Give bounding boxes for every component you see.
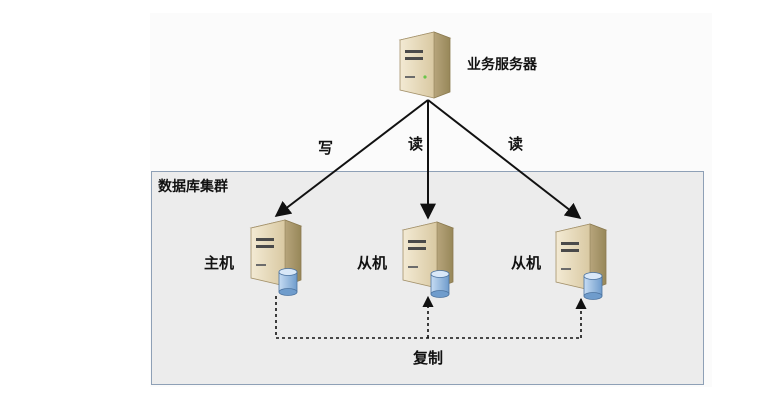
slave-db-icon-1 <box>430 270 450 298</box>
read-edge-label-1: 读 <box>408 135 424 153</box>
app-server-label: 业务服务器 <box>467 57 537 73</box>
read-arrow-2 <box>427 99 582 219</box>
slave-server-icon-1 <box>401 221 455 298</box>
cluster-label: 数据库集群 <box>158 179 228 195</box>
write-arrow <box>274 99 429 217</box>
master-server-icon <box>249 219 303 296</box>
master-db-icon <box>278 268 298 296</box>
slave-db-icon-2 <box>583 272 603 300</box>
replication-label: 复制 <box>413 349 444 367</box>
slave-host-label-2: 从机 <box>511 254 542 272</box>
slave-host-label-1: 从机 <box>357 254 388 272</box>
replication-connector <box>275 295 587 339</box>
slave-server-icon-2 <box>554 223 608 300</box>
app-server-icon <box>398 31 452 99</box>
read-edge-label-2: 读 <box>508 135 524 153</box>
master-host-label: 主机 <box>204 254 235 272</box>
write-edge-label: 写 <box>318 139 334 157</box>
